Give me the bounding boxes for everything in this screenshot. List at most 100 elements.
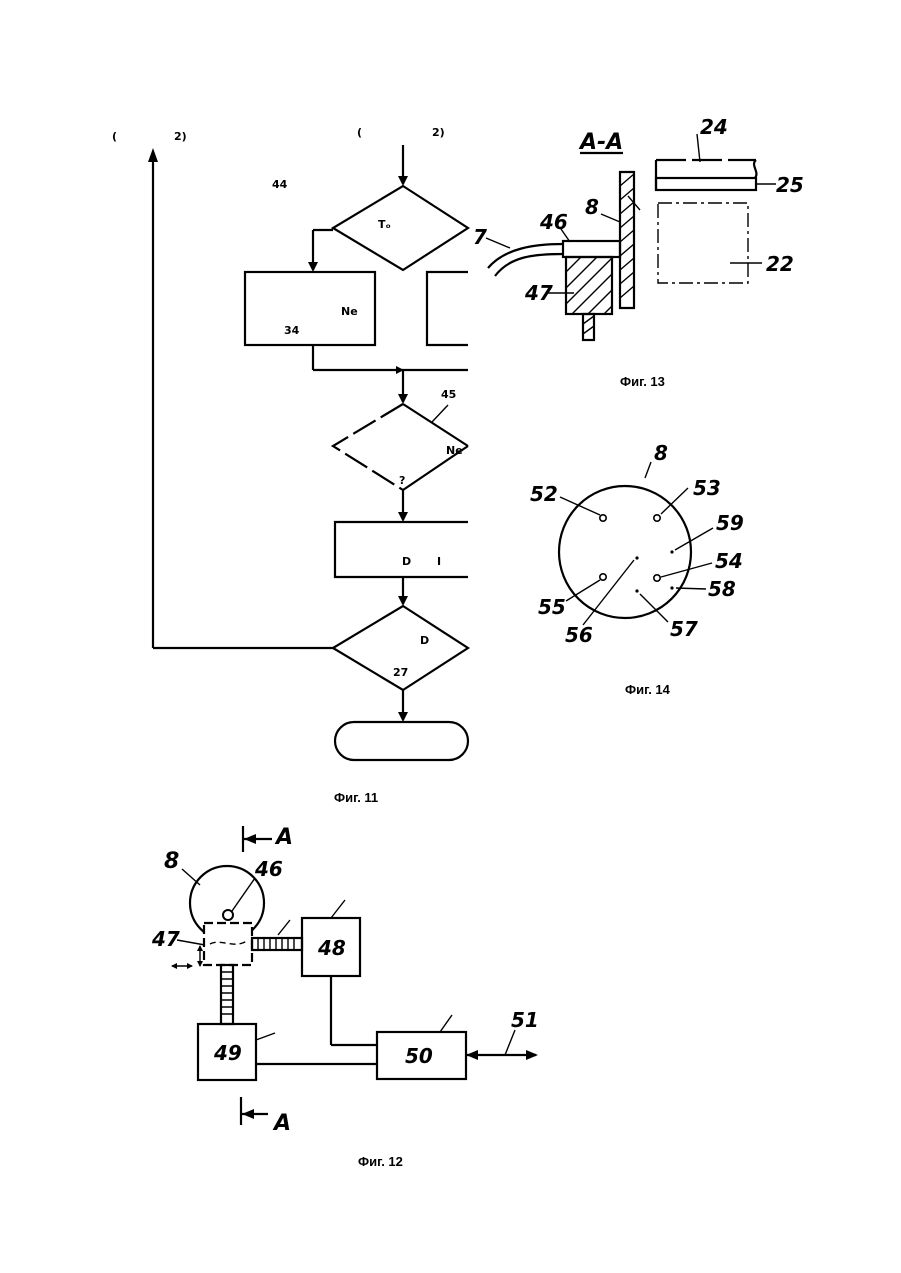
fig11-process-3 bbox=[335, 522, 468, 577]
fig11-mark-ne1: Ne bbox=[341, 305, 358, 318]
fig11-down-5-arrowhead bbox=[398, 712, 408, 722]
fig14-label-59: 59 bbox=[716, 511, 744, 535]
fig11-mark-ne2: Ne bbox=[446, 444, 463, 457]
fig14-point-57 bbox=[635, 589, 638, 592]
fig12-label-51: 51 bbox=[511, 1008, 539, 1032]
fig13-part25 bbox=[656, 178, 756, 190]
fig14-label-56: 56 bbox=[565, 623, 593, 647]
fig13-leader-8 bbox=[601, 214, 620, 222]
fig12-label-a-bottom: A bbox=[272, 1111, 291, 1136]
fig11-branch-arrowhead bbox=[308, 262, 318, 272]
fig11-down-4-arrowhead bbox=[398, 596, 408, 606]
fig13-label-46: 46 bbox=[539, 210, 568, 234]
fig12-leader-50 bbox=[440, 1015, 452, 1032]
fig12-leader-47 bbox=[177, 940, 205, 945]
fig12-move-horizontal-head-r bbox=[187, 963, 193, 969]
fig13-caption: Фиг. 13 bbox=[620, 374, 665, 389]
fig13-cable-bottom bbox=[495, 254, 563, 276]
fig14-leader-57 bbox=[640, 594, 668, 622]
fig12-leader-46 bbox=[232, 878, 255, 911]
fig12-schematic: A A bbox=[151, 825, 539, 1169]
fig13-label-47: 47 bbox=[524, 281, 553, 305]
fig14-leader-52 bbox=[560, 497, 600, 515]
fig12-leader-51 bbox=[505, 1030, 515, 1055]
fig12-label-a-top: A bbox=[274, 825, 293, 850]
fig14-point-59 bbox=[670, 550, 673, 553]
fig11-mark-45: 45 bbox=[441, 388, 456, 401]
fig14-point-53 bbox=[654, 515, 660, 521]
fig11-mark-d1: D bbox=[402, 555, 411, 568]
fig13-label-22: 22 bbox=[766, 252, 794, 276]
fig13-shaft-hatch bbox=[583, 316, 594, 334]
fig13-cable-top bbox=[488, 244, 563, 268]
fig13-part22 bbox=[658, 203, 748, 283]
fig14-leader-58 bbox=[676, 588, 706, 589]
fig11-mark-q: ? bbox=[399, 474, 405, 487]
fig11-down-3-arrowhead bbox=[398, 512, 408, 522]
fig12-leader-49 bbox=[256, 1033, 275, 1040]
fig11-entry-arrowhead bbox=[398, 176, 408, 186]
fig11-mark-top-l1: ( bbox=[112, 130, 117, 143]
fig11-caption: Фиг. 11 bbox=[334, 790, 378, 805]
fig12-label-46: 46 bbox=[254, 857, 283, 881]
fig14-disk: 8 52 53 59 54 58 55 56 57 Фиг. 14 bbox=[530, 441, 744, 697]
fig14-label-53: 53 bbox=[693, 476, 721, 500]
fig14-leader-8 bbox=[645, 462, 651, 478]
fig12-move-vertical-head-b bbox=[197, 961, 203, 967]
fig13-label-25: 25 bbox=[776, 173, 804, 197]
fig11-leader-45 bbox=[432, 405, 448, 422]
fig14-caption: Фиг. 14 bbox=[625, 682, 671, 697]
fig11-flowchart: ( 2) ( 2) 44 Tₒ Ne 34 45 Ne ? D I D 27 Ф… bbox=[112, 126, 468, 805]
fig11-decision-2-left bbox=[333, 404, 403, 490]
fig11-return-arrowhead bbox=[148, 148, 158, 162]
fig12-label-8: 8 bbox=[164, 849, 179, 874]
fig12-move-vertical-head-t bbox=[197, 945, 203, 951]
fig11-process-right bbox=[427, 272, 468, 345]
fig12-move-horizontal-head-l bbox=[171, 963, 177, 969]
fig11-terminator bbox=[335, 722, 468, 760]
fig12-caption: Фиг. 12 bbox=[358, 1154, 403, 1169]
fig14-leader-59 bbox=[675, 528, 713, 550]
fig12-label-47: 47 bbox=[151, 927, 180, 951]
fig12-leader-rack bbox=[278, 920, 290, 935]
fig14-point-52 bbox=[600, 515, 606, 521]
fig13-label-7: 7 bbox=[473, 225, 487, 249]
fig11-mark-top-r1: ( bbox=[357, 126, 362, 139]
fig13-section: A-A 24 25 22 8 46 7 bbox=[473, 115, 804, 389]
fig11-mark-27: 27 bbox=[393, 666, 408, 679]
fig12-label-50: 50 bbox=[405, 1044, 433, 1068]
fig13-label-24: 24 bbox=[700, 115, 728, 139]
fig11-mark-top-r2: 2) bbox=[432, 126, 445, 139]
fig14-point-54 bbox=[654, 575, 660, 581]
fig11-mark-one: I bbox=[437, 555, 441, 568]
fig11-mark-44: 44 bbox=[272, 178, 288, 191]
fig11-mark-t0: Tₒ bbox=[378, 218, 391, 231]
fig14-label-55: 55 bbox=[538, 595, 566, 619]
fig14-point-56 bbox=[635, 556, 638, 559]
fig14-label-58: 58 bbox=[708, 577, 736, 601]
fig14-point-55 bbox=[600, 574, 606, 580]
fig12-rack-horizontal-teeth bbox=[258, 938, 294, 950]
fig14-label-54: 54 bbox=[715, 549, 743, 573]
fig11-down-2-arrowhead bbox=[398, 394, 408, 404]
fig12-label-49: 49 bbox=[213, 1041, 242, 1065]
fig12-bus-51-head-right bbox=[526, 1050, 538, 1060]
fig12-sensor-46 bbox=[223, 910, 233, 920]
fig11-mark-top-l2: 2) bbox=[174, 130, 187, 143]
fig13-sensor bbox=[563, 241, 620, 257]
fig13-section-label: A-A bbox=[578, 130, 623, 155]
fig11-decision-1 bbox=[333, 186, 468, 270]
fig13-part24-break bbox=[754, 160, 756, 178]
fig12-leader-48 bbox=[331, 900, 345, 918]
fig14-label-57: 57 bbox=[670, 617, 698, 641]
fig11-mark-d2: D bbox=[420, 634, 429, 647]
fig12-leader-8 bbox=[182, 869, 200, 885]
fig12-label-48: 48 bbox=[317, 936, 346, 960]
fig12-section-bottom-head bbox=[242, 1109, 254, 1119]
fig14-leader-53 bbox=[661, 488, 688, 514]
fig13-holder-hatch bbox=[566, 257, 612, 314]
fig14-label-52: 52 bbox=[530, 482, 558, 506]
fig11-mark-34: 34 bbox=[284, 324, 300, 337]
fig12-section-top-head bbox=[244, 834, 256, 844]
